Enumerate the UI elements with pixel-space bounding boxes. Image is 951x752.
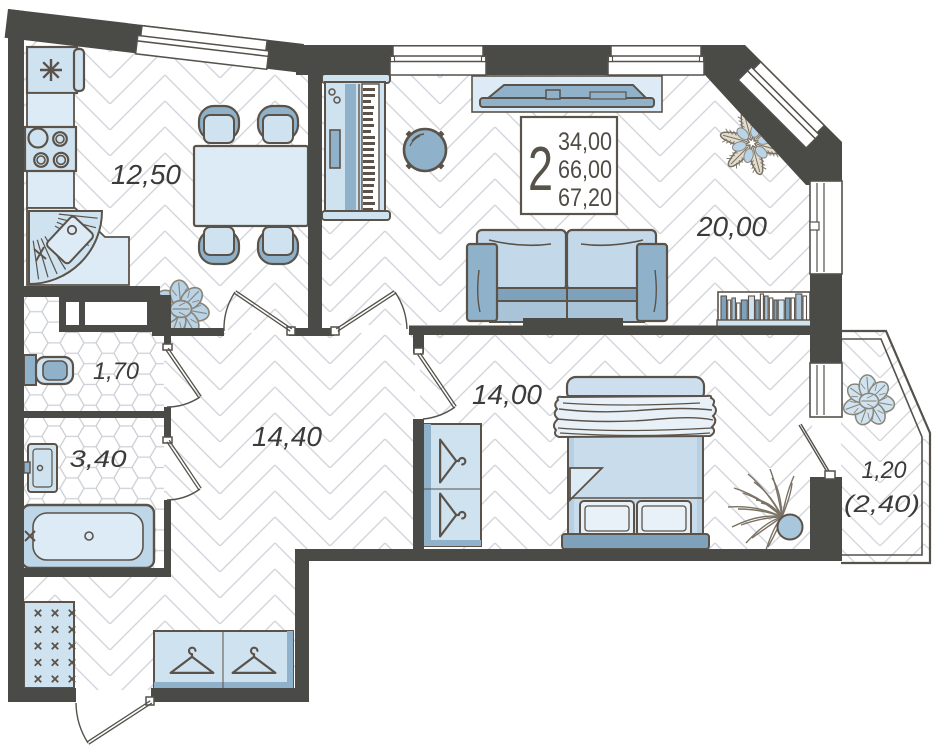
svg-text:14,00: 14,00: [472, 379, 542, 410]
svg-text:14,40: 14,40: [252, 421, 322, 452]
svg-text:34,00: 34,00: [558, 128, 612, 156]
svg-text:20,00: 20,00: [696, 211, 767, 242]
svg-text:1,70: 1,70: [93, 358, 140, 385]
svg-text:67,20: 67,20: [558, 184, 612, 212]
svg-text:12,50: 12,50: [111, 159, 181, 190]
svg-text:66,00: 66,00: [558, 156, 612, 184]
svg-text:3,40: 3,40: [70, 446, 128, 473]
svg-text:1,20: 1,20: [862, 457, 908, 484]
svg-text:2: 2: [528, 135, 553, 204]
svg-text:(2,40): (2,40): [844, 491, 920, 518]
